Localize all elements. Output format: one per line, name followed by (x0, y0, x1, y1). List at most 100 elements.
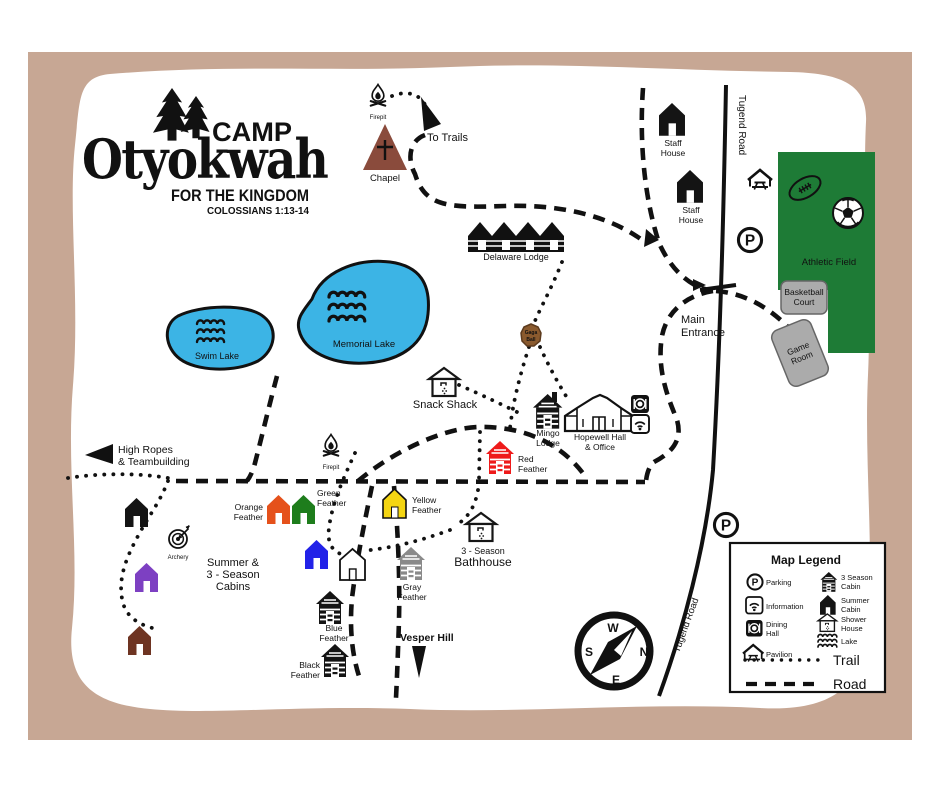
orange-feather-label: Orange (235, 502, 264, 512)
map-legend: Map Legend Parking Information Dining Ha… (728, 541, 887, 694)
white-house-icon (339, 547, 366, 581)
basketball-court-label: Basketball (784, 287, 823, 297)
compass-w: W (607, 621, 619, 635)
trail-path (477, 430, 482, 482)
main-entrance-label: Main (681, 314, 705, 326)
gray-feather: Gray Feather (396, 546, 427, 602)
compass-s: S (585, 645, 593, 659)
memorial-lake: Memorial Lake (296, 259, 430, 365)
legend-label: Parking (766, 578, 791, 587)
swim-lake-label: Swim Lake (195, 351, 239, 361)
legend-label: Summer (841, 596, 870, 605)
staff-house-2: Staff House (677, 170, 704, 225)
firepit-mid: Firepit (323, 433, 340, 471)
chapel: Chapel (363, 124, 407, 184)
legend-label: Cabin (841, 582, 861, 591)
trail-path (456, 488, 480, 526)
legend-road-label: Road (833, 676, 866, 692)
game-room-shape (770, 318, 830, 388)
staff-house-label: House (661, 148, 686, 158)
to-trails-label: To Trails (427, 132, 468, 144)
road-path (245, 375, 280, 483)
gaga-label-2: Ball (526, 337, 536, 343)
house-icon (382, 487, 407, 519)
main-entrance: Main Entrance (681, 314, 725, 339)
legend-label: Cabin (841, 605, 861, 614)
legend-label: Information (766, 602, 804, 611)
gray-feather-label: Feather (397, 592, 426, 602)
orange-feather-label: Feather (234, 512, 263, 522)
trail-path (457, 383, 523, 416)
football-icon (788, 175, 822, 201)
memorial-lake-label: Memorial Lake (333, 339, 395, 350)
mingo-lodge: Mingo Lodge (532, 392, 564, 448)
summer-cabins-label: Summer & 3 - Season Cabins (206, 557, 259, 593)
hopewell-hall: Hopewell Hall & Office (563, 393, 650, 452)
information-icon (745, 596, 764, 615)
legend-label: Shower (841, 615, 867, 624)
lodge-icon (468, 222, 564, 252)
road-path (639, 87, 714, 294)
information-icon (630, 414, 650, 434)
road-path (391, 485, 402, 699)
road-path (348, 485, 375, 683)
green-feather: Green Feather (292, 488, 346, 524)
staff-house-label: House (679, 215, 704, 225)
cross-icon (377, 140, 393, 160)
snack-shack: Snack Shack (413, 366, 478, 411)
gaga-label-1: Gaga (525, 330, 538, 336)
basketball-court-shape (780, 280, 828, 315)
dining-hall-icon (630, 394, 650, 414)
legend-label: 3 Season (841, 573, 873, 582)
logo-name: Otyokwah (82, 127, 329, 191)
trail-path (360, 528, 452, 553)
staff-house-1: Staff House (659, 103, 686, 158)
archery-label: Archery (168, 555, 189, 561)
logo-camp: CAMP (212, 117, 292, 147)
red-feather: Red Feather (485, 440, 547, 475)
road-path (356, 424, 587, 483)
compass-e: E (612, 673, 620, 687)
road-path (715, 288, 789, 328)
bathhouse: 3 - Season Bathhouse (454, 511, 512, 569)
legend-box (728, 541, 887, 694)
dining-hall-icon (745, 619, 764, 638)
blue-feather-label: Feather (319, 633, 348, 643)
game-room: Game Room (770, 318, 830, 388)
red-feather-label: Feather (518, 464, 547, 474)
bathhouse-label-1: 3 - Season (461, 546, 505, 556)
staff-house-label: Staff (682, 205, 700, 215)
hill-icon (412, 646, 426, 678)
gaga-ball-icon (520, 323, 542, 347)
chimney (552, 392, 557, 402)
logo-tagline: FOR THE KINGDOM (171, 186, 309, 205)
yellow-feather: Yellow Feather (382, 487, 441, 519)
memorial-lake-shape (296, 259, 430, 365)
to-trails: To Trails (421, 97, 468, 144)
delaware-lodge: Delaware Lodge (468, 222, 564, 262)
yellow-feather-label: Yellow (412, 495, 437, 505)
legend-title: Map Legend (771, 553, 841, 567)
roads (175, 87, 789, 699)
trail-path (119, 479, 170, 631)
summer-cabins-line: Summer & (207, 557, 260, 569)
trail-arrow-icon (421, 97, 441, 131)
green-feather-label: Feather (317, 498, 346, 508)
summer-cabins-line: Cabins (216, 581, 251, 593)
tugend-road-line (657, 84, 728, 697)
summer-cabins-line: 3 - Season (206, 569, 259, 581)
road-path (175, 478, 646, 485)
firepit-top: Firepit (370, 83, 387, 121)
parking-icon (746, 573, 764, 591)
bathhouse-label-2: Bathhouse (454, 555, 512, 569)
orange-feather: Orange Feather (234, 495, 290, 524)
high-ropes: High Ropes & Teambuilding (85, 444, 190, 468)
road-arrow-icon (693, 279, 706, 291)
chapel-label: Chapel (370, 173, 400, 184)
road-path (408, 132, 648, 245)
archery: Archery (168, 524, 191, 561)
parking-icon (736, 226, 764, 254)
delaware-lodge-label: Delaware Lodge (483, 252, 549, 262)
compass-needle-highlight (614, 631, 632, 656)
